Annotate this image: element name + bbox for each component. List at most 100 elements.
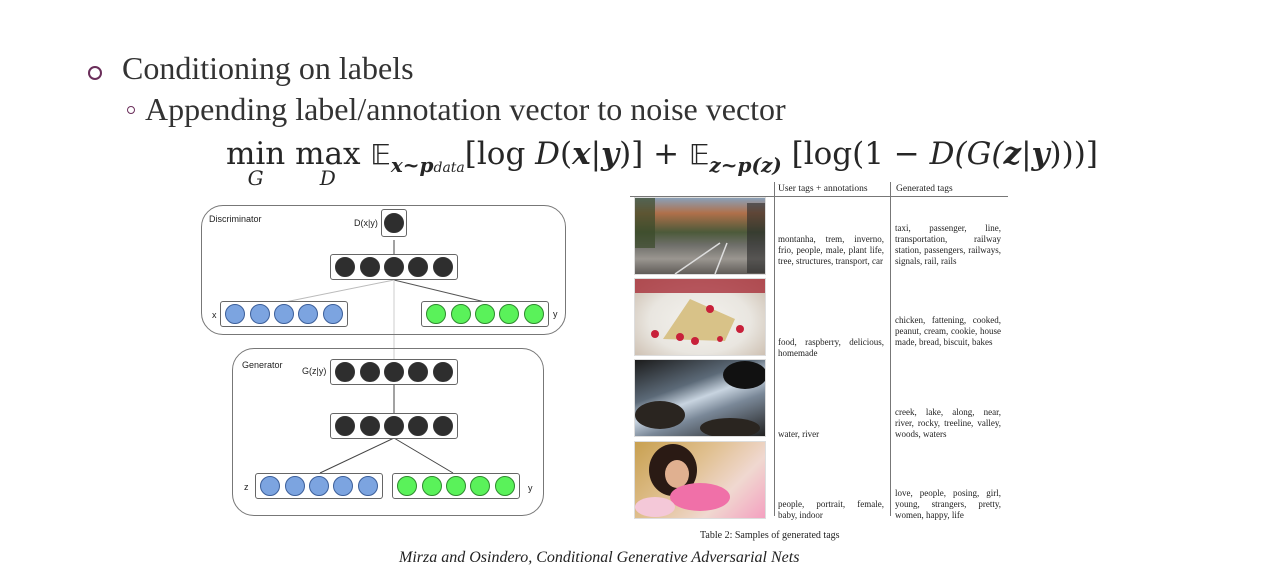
- x-node: [225, 304, 246, 324]
- y-node: [450, 304, 471, 324]
- header-rule: [630, 196, 1008, 197]
- gen-y-node: [421, 476, 442, 496]
- discriminator-title: Discriminator: [209, 214, 262, 224]
- expectation-subscript-z: z~p(z): [709, 153, 782, 177]
- formula-G: (G(: [954, 136, 1004, 172]
- gen-y-node: [397, 476, 418, 496]
- gen-output-node: [383, 362, 404, 382]
- gen-output-node: [335, 362, 356, 382]
- gen-z-label: z: [244, 482, 249, 492]
- x-node: [298, 304, 319, 324]
- x-node: [273, 304, 294, 324]
- expectation-subscript-data: x~pdata: [390, 153, 465, 177]
- formula-D: D: [535, 136, 560, 172]
- raspberry-cake-photo: [634, 278, 766, 356]
- bullet-appending-label-vector: Appending label/annotation vector to noi…: [145, 91, 786, 127]
- discriminator-output-label: D(x|y): [354, 218, 378, 228]
- formula-term1-close: )] +: [619, 136, 689, 172]
- discriminator-output-layer: [381, 209, 407, 237]
- y-node: [499, 304, 520, 324]
- hidden-node: [432, 257, 453, 277]
- formula-paren: (: [560, 136, 573, 172]
- y-node: [426, 304, 447, 324]
- generator-title: Generator: [242, 360, 283, 370]
- row2-generated-tags: chicken, fattening, cooked, peanut, crea…: [895, 315, 1001, 347]
- expectation-symbol-2: 𝔼: [688, 138, 710, 171]
- generator-hidden-layer: [330, 413, 458, 439]
- formula-term2-log: [log(1 −: [781, 136, 930, 172]
- gen-y-node: [445, 476, 466, 496]
- cgan-architecture-diagram: Discriminator D(x|y) x y Generator G(z|y…: [195, 200, 575, 522]
- row1-generated-tags: taxi, passenger, line, transportation, r…: [895, 223, 1001, 266]
- formula-z: z: [1003, 136, 1022, 172]
- hidden-node: [335, 257, 356, 277]
- generator-z-input-layer: [255, 473, 383, 499]
- hidden-node: [383, 257, 404, 277]
- cake-photo-art: [635, 279, 765, 345]
- row3-generated-tags: creek, lake, along, near, river, rocky, …: [895, 407, 1001, 439]
- disc-y-to-hidden-line: [393, 279, 486, 303]
- x-node: [249, 304, 270, 324]
- bullet-level2-icon: [127, 106, 135, 114]
- expectation-symbol: 𝔼: [370, 138, 391, 171]
- formula-term2-close: )))]: [1049, 136, 1098, 172]
- connection-lines: [284, 240, 486, 474]
- z-node: [260, 476, 281, 496]
- output-node: [384, 213, 404, 233]
- discriminator-y-input-layer: [421, 301, 549, 327]
- gen-y-node: [494, 476, 515, 496]
- gen-hidden-node: [408, 416, 429, 436]
- river-photo-art: [635, 361, 767, 438]
- generator-output-layer: [330, 359, 458, 385]
- discriminator-x-input-layer: [220, 301, 348, 327]
- row3-user-tags: water, river: [778, 429, 820, 439]
- disc-y-label: y: [553, 309, 558, 319]
- gen-hidden-node: [432, 416, 453, 436]
- bullet-level1-icon: [88, 66, 102, 80]
- header-generated-tags: Generated tags: [896, 184, 953, 194]
- gen-z-to-hidden-line: [319, 437, 395, 474]
- gen-hidden-node: [335, 416, 356, 436]
- mother-baby-photo: [634, 441, 766, 519]
- y-node: [474, 304, 495, 324]
- formula-term1-log: [log: [464, 136, 536, 172]
- gen-output-node: [359, 362, 380, 382]
- formula-bar-2: |: [1021, 136, 1032, 172]
- table-caption: Table 2: Samples of generated tags: [700, 530, 840, 541]
- generated-tags-table: User tags + annotations Generated tags m…: [630, 182, 1008, 522]
- generator-output-label: G(z|y): [302, 366, 327, 376]
- gen-output-node: [408, 362, 429, 382]
- column-divider-2: [890, 182, 891, 516]
- formula-y-2: y: [1031, 136, 1050, 172]
- row2-user-tags: food, raspberry, delicious, homemade: [778, 337, 884, 358]
- railway-photo: [634, 197, 766, 275]
- z-node: [284, 476, 305, 496]
- mother-baby-photo-art: [635, 444, 730, 517]
- gen-output-node: [432, 362, 453, 382]
- hidden-node: [359, 257, 380, 277]
- disc-x-label: x: [212, 310, 217, 320]
- gen-hidden-node: [359, 416, 380, 436]
- discriminator-box: [201, 205, 566, 335]
- generator-y-input-layer: [392, 473, 520, 499]
- row4-generated-tags: love, people, posing, girl, young, stran…: [895, 488, 1001, 520]
- gen-y-label: y: [528, 483, 533, 493]
- formula-bar: |: [590, 136, 602, 172]
- x-node: [322, 304, 343, 324]
- gen-y-node: [470, 476, 491, 496]
- row4-user-tags: people, portrait, female, baby, indoor: [778, 499, 884, 520]
- z-node: [308, 476, 329, 496]
- z-node: [333, 476, 354, 496]
- river-photo: [634, 359, 767, 438]
- citation: Mirza and Osindero, Conditional Generati…: [399, 549, 800, 566]
- generator-box: [232, 348, 544, 516]
- discriminator-hidden-layer: [330, 254, 458, 280]
- gen-y-to-hidden-line: [393, 437, 454, 474]
- gen-hidden-node: [383, 416, 404, 436]
- y-node: [523, 304, 544, 324]
- formula-y: y: [601, 136, 620, 172]
- hidden-node: [408, 257, 429, 277]
- column-divider-1: [774, 182, 775, 516]
